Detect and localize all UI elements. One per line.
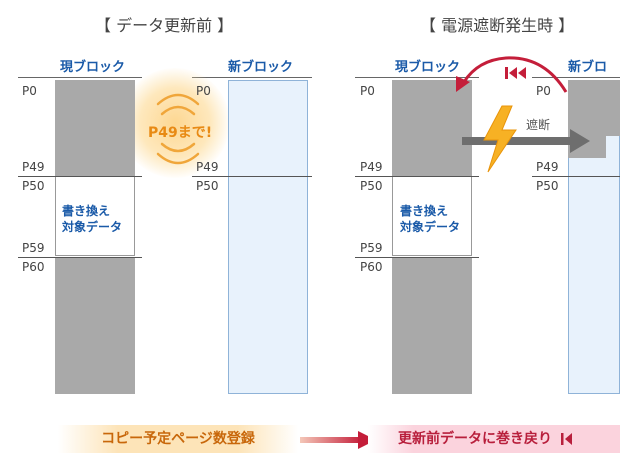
right-new-divider-49-50 [532,176,620,177]
right-current-p60 [392,257,472,394]
left-current-label-p60: P60 [22,260,45,274]
right-current-label-p49: P49 [360,160,383,174]
left-rewrite-target-line1: 書き換え [62,204,111,218]
right-current-block-label: 現ブロック [395,60,461,75]
left-new-label-p0: P0 [196,84,211,98]
rewind-small-icon [560,433,572,445]
step2-pill: 更新前データに巻き戻り [368,425,620,453]
left-panel-title: 【 データ更新前 】 [95,16,234,35]
right-current-p50-p59 [392,176,472,256]
left-current-divider-49-50 [18,176,142,177]
right-current-divider-49-50 [355,176,479,177]
copy-arrow-icon [462,129,590,153]
left-current-label-p49: P49 [22,160,45,174]
right-current-underline [355,77,479,78]
callout-glow [120,68,230,178]
right-panel-title: 【 電源遮断発生時 】 [420,16,575,35]
right-new-underline [532,77,620,78]
left-current-block-label: 現ブロック [60,60,126,75]
left-new-block [228,80,308,394]
rewind-icon [505,67,526,79]
right-current-label-p50: P50 [360,179,383,193]
left-current-p0-p49 [55,80,135,176]
shutdown-label: 遮断 [526,118,551,132]
signal-waves-bottom-icon [156,142,200,165]
step2-text: 更新前データに巻き戻り [398,431,552,447]
right-current-divider-59-60 [355,257,479,258]
left-new-underline [192,77,312,78]
left-current-label-p50: P50 [22,179,45,193]
left-new-block-label: 新ブロック [228,60,294,75]
left-current-divider-59-60 [18,257,142,258]
step1-pill: コピー予定ページ数登録 [58,425,298,453]
left-new-label-p49: P49 [196,160,219,174]
right-new-label-p49: P49 [536,160,559,174]
right-rewrite-target-line2: 対象データ [400,220,461,234]
left-new-label-p50: P50 [196,179,219,193]
lightning-bolt-icon [483,105,517,173]
callout-text: P49まで! [148,125,213,141]
flow-arrow-icon [300,431,376,449]
right-rewrite-target-line1: 書き換え [400,204,449,218]
left-rewrite-target-line2: 対象データ [62,220,123,234]
right-current-p0-p49 [392,80,472,176]
right-new-label-p50: P50 [536,179,559,193]
left-new-divider-49-50 [192,176,312,177]
right-current-label-p0: P0 [360,84,375,98]
right-current-label-p60: P60 [360,260,383,274]
right-current-label-p59: P59 [360,241,383,255]
left-current-underline [18,77,142,78]
right-new-label-p0: P0 [536,84,551,98]
right-new-block-label: 新ブロ [568,60,608,75]
left-current-p50-p59 [55,176,135,256]
left-current-label-p59: P59 [22,241,45,255]
left-current-p60 [55,257,135,394]
rollback-arrow-icon [456,56,568,93]
signal-waves-icon [156,93,200,116]
left-current-label-p0: P0 [22,84,37,98]
